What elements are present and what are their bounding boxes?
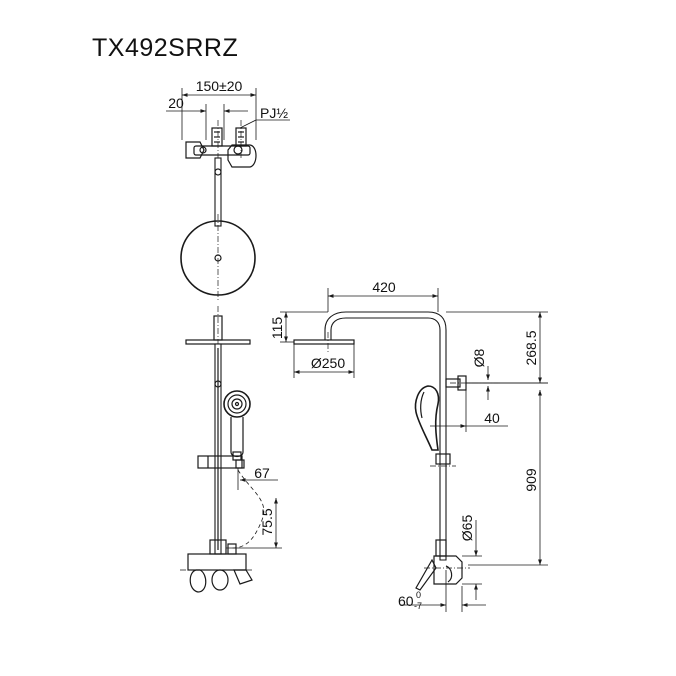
dim-head-drop-label: 115 bbox=[269, 317, 285, 340]
dim-slide-offset-label: 67 bbox=[254, 465, 270, 481]
dim-mixer-projection-label: 60 bbox=[398, 593, 414, 609]
dim-bar-diameter-label: Ø8 bbox=[471, 348, 487, 367]
dim-column-height-label: 909 bbox=[523, 468, 539, 492]
dim-top-offset-label: 20 bbox=[168, 95, 184, 111]
dim-mixer-diameter-label: Ø65 bbox=[459, 515, 475, 542]
front-view: 67 75.5 bbox=[180, 306, 282, 593]
top-view: 150±20 20 PJ½ bbox=[166, 78, 290, 300]
dim-mixer-tolerance-upper: 0 bbox=[416, 590, 421, 600]
side-view: 420 115 Ø250 268.5 Ø8 bbox=[269, 279, 548, 612]
dim-bracket-offset-label: 40 bbox=[484, 410, 500, 426]
dim-top-width-label: 150±20 bbox=[196, 78, 243, 94]
pipe-thread-label: PJ½ bbox=[260, 105, 288, 121]
product-model-title: TX492SRRZ bbox=[92, 34, 239, 62]
dim-mixer-tolerance-lower: -7 bbox=[414, 601, 422, 611]
dim-arm-length-label: 420 bbox=[372, 279, 396, 295]
dim-total-upper-label: 268.5 bbox=[523, 330, 539, 365]
dim-head-diameter-label: Ø250 bbox=[311, 355, 345, 371]
dim-hose-drop-label: 75.5 bbox=[259, 508, 275, 535]
